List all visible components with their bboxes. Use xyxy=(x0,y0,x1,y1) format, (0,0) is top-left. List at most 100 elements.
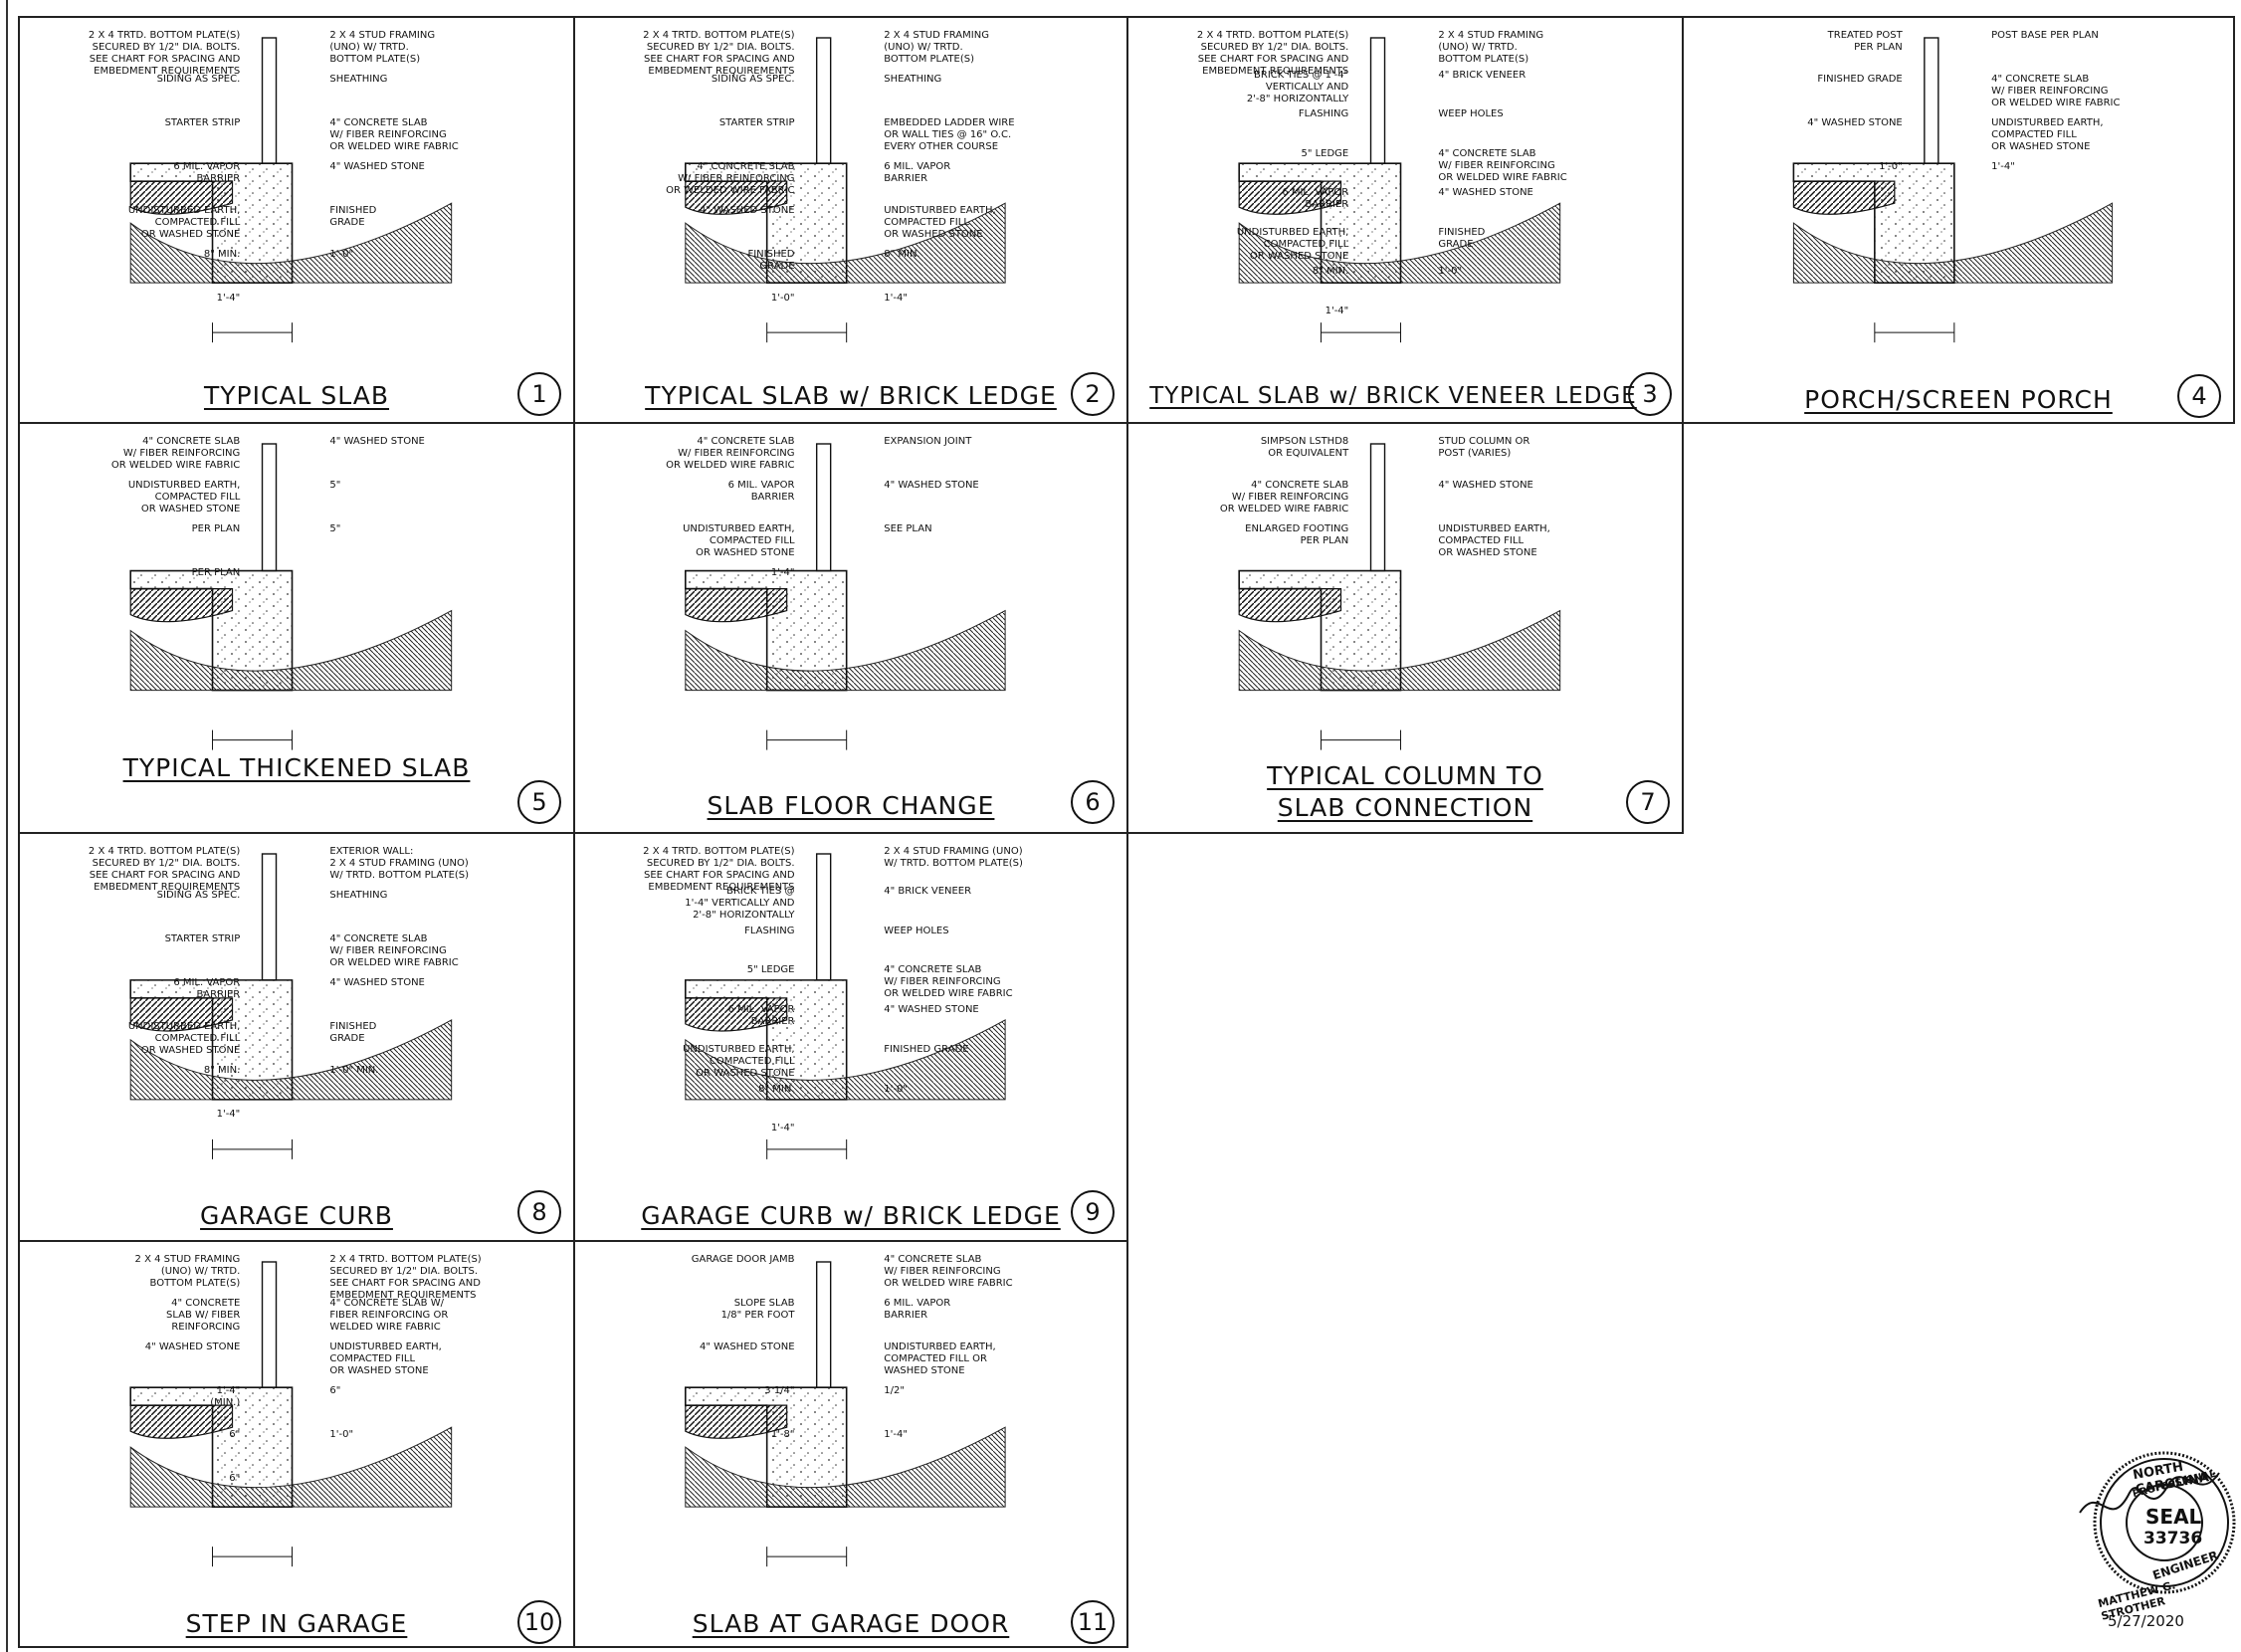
note-label: UNDISTURBED EARTH, COMPACTED FILL OR WAS… xyxy=(127,1021,241,1056)
note-label: FINISHED GRADE xyxy=(1438,226,1486,250)
section-graphic-4 xyxy=(1792,37,2114,343)
section-graphic-9 xyxy=(685,853,1006,1159)
note-label: 5" LEDGE xyxy=(746,964,795,976)
earth-fill xyxy=(685,202,1006,284)
earth-fill xyxy=(1792,202,2114,284)
note-label: SIDING AS SPEC. xyxy=(156,890,241,901)
note-label: 1'-4" (MIN.) xyxy=(210,1385,241,1408)
note-label: 4" WASHED STONE xyxy=(884,480,979,491)
note-label: STARTER STRIP xyxy=(164,117,241,128)
note-label: 1'-0" xyxy=(329,1429,354,1440)
note-label: 2 x 4 STUD FRAMING (UNO) W/ TRTD. BOTTOM… xyxy=(134,1254,241,1289)
stud-wall xyxy=(815,853,832,981)
sheet-border xyxy=(6,0,8,1652)
note-label: 2 x 4 TRTD. BOTTOM PLATE(S) SECURED BY 1… xyxy=(643,30,795,77)
note-label: UNDISTURBED EARTH, COMPACTED FILL OR WAS… xyxy=(683,1043,795,1079)
note-label: 4" CONCRETE SLAB W/ FIBER REINFORCING OR… xyxy=(329,117,459,152)
note-label: 5" LEDGE xyxy=(1301,147,1349,159)
detail-title-9: GARAGE CURB w/ BRICK LEDGE xyxy=(641,1201,1061,1230)
note-label: 6 MIL. VAPOR BARRIER xyxy=(173,977,241,1000)
note-label: 2 x 4 STUD FRAMING (UNO) W/ TRTD. BOTTOM… xyxy=(329,30,436,65)
detail-number-4: 4 xyxy=(2177,374,2221,418)
stud-wall xyxy=(1369,37,1386,164)
detail-title-5: TYPICAL THICKENED SLAB xyxy=(122,753,471,782)
seal-graphic xyxy=(2079,1451,2236,1594)
note-label: 1'-0" xyxy=(1879,161,1903,172)
detail-title-10: STEP IN GARAGE xyxy=(185,1609,408,1638)
note-label: 1'-0" xyxy=(770,293,795,304)
note-label: 3 1/4" xyxy=(764,1385,795,1396)
stud-wall xyxy=(815,443,832,572)
note-label: 4" WASHED STONE xyxy=(1438,480,1533,491)
note-label: 4" CONCRETE SLAB W/ FIBER REINFORCING OR… xyxy=(884,964,1013,1000)
detail-title-8: GARAGE CURB xyxy=(200,1201,393,1230)
earth-fill xyxy=(685,1426,1006,1508)
detail-title-2: TYPICAL SLAB w/ BRICK LEDGE xyxy=(645,381,1057,410)
note-label: 4" CONCRETE SLAB W/ FIBER REINFORCING OR… xyxy=(884,1254,1013,1289)
earth-fill xyxy=(1238,202,1561,284)
engineer-seal: NORTH CAROLINA PROFESSIONAL SEAL 33736 E… xyxy=(2070,1413,2239,1632)
note-label: SHEATHING xyxy=(884,74,942,85)
detail-number-10: 10 xyxy=(517,1600,561,1644)
stud-wall xyxy=(815,37,832,164)
detail-panel-1: 2 x 4 TRTD. BOTTOM PLATE(S) SECURED BY 1… xyxy=(18,16,575,424)
detail-title-4: PORCH/SCREEN PORCH xyxy=(1804,385,2113,414)
note-label: BRICK TIES @ 1'-4" VERTICALLY AND 2'-8" … xyxy=(1246,69,1349,104)
note-label: 1/2" xyxy=(884,1385,905,1396)
note-label: 8" MIN. xyxy=(203,1065,241,1076)
section-graphic-7 xyxy=(1238,443,1561,750)
note-label: WEEP HOLES xyxy=(1438,108,1504,119)
note-label: UNDISTURBED EARTH, COMPACTED FILL OR WAS… xyxy=(884,1342,996,1376)
detail-panel-2: 2 x 4 TRTD. BOTTOM PLATE(S) SECURED BY 1… xyxy=(573,16,1128,424)
detail-number-8: 8 xyxy=(517,1190,561,1234)
seal-number: 33736 xyxy=(2143,1529,2203,1549)
detail-title-3: TYPICAL SLAB w/ BRICK VENEER LEDGE xyxy=(1149,383,1637,409)
note-label: 1'-4" xyxy=(1324,305,1349,316)
detail-number-5: 5 xyxy=(517,780,561,824)
note-label: UNDISTURBED EARTH, COMPACTED FILL OR WAS… xyxy=(683,523,795,558)
note-label: 1'-4" xyxy=(770,567,795,578)
note-label: UNDISTURBED EARTH, COMPACTED FILL OR WAS… xyxy=(329,1342,442,1376)
section-graphic-8 xyxy=(129,853,453,1159)
note-label: 4" WASHED STONE xyxy=(144,1342,241,1352)
note-label: 4" WASHED STONE xyxy=(700,205,795,216)
note-label: FINISHED GRADE xyxy=(1817,74,1903,85)
note-label: SIDING AS SPEC. xyxy=(711,74,795,85)
stud-wall xyxy=(261,37,278,164)
note-label: BRICK TIES @ 1'-4" VERTICALLY AND 2'-8" … xyxy=(685,885,795,921)
detail-title-6: SLAB FLOOR CHANGE xyxy=(707,791,995,820)
detail-panel-4: TREATED POST PER PLAN POST BASE PER PLAN F… xyxy=(1682,16,2235,424)
note-label: 4" CONCRETE SLAB W/ FIBER REINFORCING OR… xyxy=(1991,74,2121,108)
note-label: FINISHED GRADE xyxy=(747,249,795,272)
note-label: 4" WASHED STONE xyxy=(884,1004,979,1015)
note-label: SIDING AS SPEC. xyxy=(156,74,241,85)
detail-number-2: 2 xyxy=(1071,372,1115,416)
concrete-slab xyxy=(685,1386,848,1508)
note-label: 4" CONCRETE SLAB W/ FIBER REINFORCING OR… xyxy=(329,933,459,968)
earth-fill xyxy=(129,1019,453,1101)
concrete-slab xyxy=(129,1386,294,1508)
note-label: 6 MIL. VAPOR BARRIER xyxy=(727,480,795,503)
note-label: POST BASE PER PLAN xyxy=(1991,30,2099,41)
note-label: 2 x 4 TRTD. BOTTOM PLATE(S) SECURED BY 1… xyxy=(88,30,241,77)
section-graphic-6 xyxy=(685,443,1006,750)
concrete-slab xyxy=(1792,162,1955,284)
note-label: 6" xyxy=(229,1429,241,1440)
note-label: 1'-4" xyxy=(884,293,908,304)
note-label: 1'-0" xyxy=(1438,266,1463,277)
note-label: 6 MIL. VAPOR BARRIER xyxy=(727,1004,795,1027)
note-label: 1'-4" xyxy=(884,1429,908,1440)
stud-wall xyxy=(261,1261,278,1388)
note-label: 4" CONCRETE SLAB W/ FIBER REINFORCING OR… xyxy=(666,161,795,196)
note-label: 8" MIN. xyxy=(884,249,920,260)
note-label: EXTERIOR WALL: 2 x 4 STUD FRAMING (UNO) … xyxy=(329,846,470,881)
detail-panel-8: 2 x 4 TRTD. BOTTOM PLATE(S) SECURED BY 1… xyxy=(18,832,575,1242)
note-label: 2 x 4 TRTD. BOTTOM PLATE(S) SECURED BY 1… xyxy=(88,846,241,893)
note-label: UNDISTURBED EARTH, COMPACTED FILL OR WAS… xyxy=(1438,523,1550,558)
note-label: TREATED POST PER PLAN xyxy=(1827,30,1903,53)
note-label: STUD COLUMN OR POST (VARIES) xyxy=(1438,436,1530,459)
note-label: 5" xyxy=(329,480,341,491)
note-label: 1'-4" xyxy=(1991,161,2015,172)
note-label: FINISHED GRADE xyxy=(884,1043,969,1055)
note-label: 4" WASHED STONE xyxy=(1438,187,1533,198)
